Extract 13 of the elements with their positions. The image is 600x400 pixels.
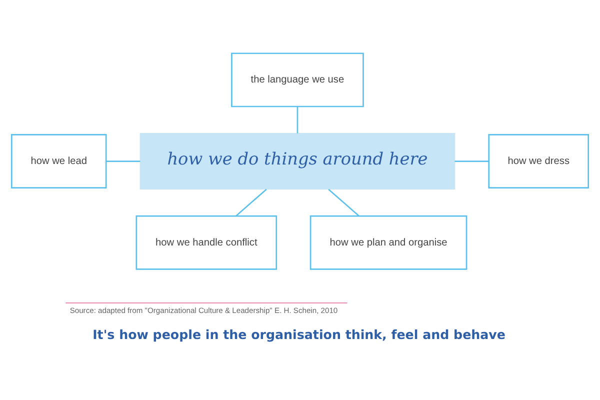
node-box: how we dress bbox=[488, 134, 590, 188]
connector bbox=[235, 188, 267, 216]
connector bbox=[106, 160, 140, 162]
label: Source: adapted from "Organizational Culture & Leadership" E. H. Schein, 2010 bbox=[70, 306, 338, 315]
node-box: how we do things around here bbox=[140, 132, 456, 190]
node-box: how we handle conflict bbox=[136, 214, 278, 270]
node-box: the language we use bbox=[231, 52, 364, 107]
node-box: how we plan and organise bbox=[310, 214, 468, 270]
connector bbox=[454, 160, 489, 162]
connector bbox=[328, 188, 360, 216]
connector bbox=[296, 106, 298, 133]
caption: It's how people in the organisation think, feel and behave bbox=[92, 326, 506, 342]
node-box: how we lead bbox=[10, 134, 107, 188]
